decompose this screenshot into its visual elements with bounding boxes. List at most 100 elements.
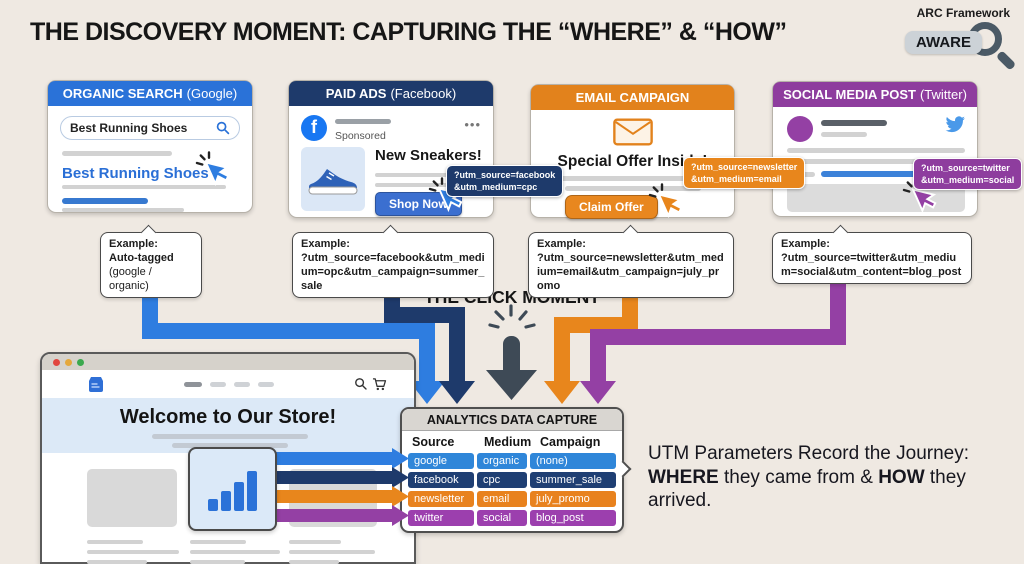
card-organic-title: ORGANIC SEARCH — [62, 86, 183, 101]
example-bubble-email: Example: ?utm_source=newsletter&utm_medi… — [528, 224, 734, 299]
tooltip-line: ?utm_source=facebook — [454, 170, 556, 180]
email-arrow-segment — [554, 317, 570, 382]
flow-arrow-social — [276, 509, 396, 522]
placeholder-bar — [87, 540, 143, 544]
cell-campaign: (none) — [530, 453, 616, 469]
search-input[interactable]: Best Running Shoes — [60, 116, 240, 140]
email-headline: Special Offer Inside! — [557, 153, 708, 170]
page-title: THE DISCOVERY MOMENT: CAPTURING THE “WHE… — [30, 18, 787, 46]
ad-headline: New Sneakers! — [375, 147, 482, 164]
email-arrowhead — [544, 381, 580, 404]
click-burst-icon — [488, 304, 536, 329]
card-email-title: EMAIL CAMPAIGN — [575, 90, 690, 105]
example-utm-code: ?utm_source=newsletter&utm_medium=email&… — [537, 252, 724, 293]
utm-tooltip-social: ?utm_source=twitter &utm_medium=social — [913, 158, 1023, 191]
zoom-button[interactable] — [77, 358, 84, 366]
summary-line3: arrived. — [648, 490, 712, 511]
placeholder-bar — [565, 186, 701, 191]
placeholder-link-bar — [821, 171, 933, 177]
flow-arrow-organic — [276, 452, 396, 465]
tooltip-line: ?utm_source=twitter — [921, 163, 1010, 173]
utm-tooltip-paid: ?utm_source=facebook &utm_medium=cpc — [446, 165, 564, 198]
utm-tooltip-email: ?utm_source=newsletter &utm_medium=email — [683, 157, 806, 190]
tooltip-line: &utm_medium=social — [921, 175, 1015, 186]
placeholder-bar — [289, 560, 339, 564]
summary-line1: UTM Parameters Record the Journey: — [648, 443, 970, 464]
analytics-table: ANALYTICS DATA CAPTURE Source Medium Cam… — [400, 407, 632, 533]
table-row: facebook cpc summer_sale — [408, 472, 616, 488]
flow-arrow-email — [276, 490, 396, 503]
placeholder-bar — [87, 550, 179, 554]
example-bubble-social: Example: ?utm_source=twitter&utm_medium=… — [772, 224, 972, 285]
summary-where: WHERE — [648, 466, 719, 488]
card-paid-title: PAID ADS — [325, 86, 387, 101]
tooltip-line: &utm_medium=cpc — [454, 182, 538, 193]
paid-arrow-segment — [449, 307, 465, 382]
card-email-campaign: EMAIL CAMPAIGN Special Offer Inside! Cla… — [530, 84, 806, 219]
card-social-suffix: (Twitter) — [919, 87, 967, 102]
column-header-source: Source — [412, 435, 455, 449]
example-label: Example: — [109, 238, 158, 250]
table-row: newsletter email july_promo — [408, 491, 616, 507]
placeholder-bar — [190, 560, 245, 564]
example-label: Example: — [781, 238, 830, 250]
placeholder-bar — [152, 434, 308, 439]
nav-bar — [258, 382, 274, 387]
analytics-table-columns: Source Medium Campaign — [402, 431, 622, 452]
cart-icon[interactable] — [372, 377, 387, 391]
cell-campaign: july_promo — [530, 491, 616, 507]
card-organic-header: ORGANIC SEARCH (Google) — [48, 81, 252, 106]
card-social-media: SOCIAL MEDIA POST (Twitter) ?utm_source=… — [772, 81, 1023, 217]
search-result-link[interactable]: Best Running Shoes — [62, 165, 209, 182]
example-label: Example: — [301, 238, 350, 250]
organic-arrow-segment — [142, 323, 435, 339]
arc-framework-label: ARC Framework — [916, 6, 1010, 20]
organic-arrow-segment — [419, 323, 435, 382]
click-arrowhead — [486, 370, 537, 400]
flow-arrow-paid — [276, 471, 396, 484]
placeholder-bar — [172, 443, 288, 448]
cell-medium: social — [477, 510, 527, 526]
placeholder-link-bar — [62, 198, 148, 204]
summary-text: UTM Parameters Record the Journey: WHERE… — [648, 442, 990, 513]
store-welcome-heading: Welcome to Our Store! — [119, 406, 337, 428]
card-organic-suffix: (Google) — [186, 86, 238, 101]
placeholder-bar — [559, 176, 707, 181]
close-button[interactable] — [53, 358, 60, 366]
social-arrow-segment — [830, 279, 846, 345]
example-label: Example: — [537, 238, 586, 250]
analytics-chart-box — [188, 447, 277, 531]
tooltip-line: ?utm_source=newsletter — [691, 162, 798, 172]
twitter-icon — [945, 116, 965, 133]
content-placeholder-box — [87, 469, 177, 527]
paid-arrow-segment — [384, 307, 465, 323]
cell-source: facebook — [408, 472, 474, 488]
nav-bar — [234, 382, 250, 387]
placeholder-bar — [821, 132, 867, 137]
card-organic-search: ORGANIC SEARCH (Google) Best Running Sho… — [47, 80, 253, 213]
cell-campaign: summer_sale — [530, 472, 616, 488]
aware-badge: AWARE — [904, 31, 982, 54]
facebook-logo-icon: f — [301, 115, 327, 141]
bar-chart-icon — [207, 471, 257, 511]
card-paid-header: PAID ADS (Facebook) — [289, 81, 493, 106]
search-icon[interactable] — [354, 377, 368, 391]
placeholder-bar — [375, 183, 463, 187]
envelope-icon — [612, 118, 653, 146]
example-bubble-paid: Example: ?utm_source=facebook&utm_medium… — [292, 224, 494, 299]
table-row: google organic (none) — [408, 453, 616, 469]
example-text: (google / organic) — [109, 266, 152, 293]
post-menu-dots[interactable]: ••• — [464, 117, 481, 132]
cell-source: google — [408, 453, 474, 469]
social-arrow-segment — [590, 329, 606, 382]
cell-campaign: blog_post — [530, 510, 616, 526]
cursor-icon — [648, 183, 683, 219]
store-hero: Welcome to Our Store! — [42, 398, 414, 453]
minimize-button[interactable] — [65, 358, 72, 366]
social-arrowhead — [580, 381, 616, 404]
click-arrow-stem — [503, 336, 520, 376]
claim-offer-button[interactable]: Claim Offer — [565, 195, 658, 219]
summary-tail: they — [924, 466, 966, 488]
shop-now-button[interactable]: Shop Now — [375, 192, 462, 216]
social-arrow-segment — [590, 329, 846, 345]
